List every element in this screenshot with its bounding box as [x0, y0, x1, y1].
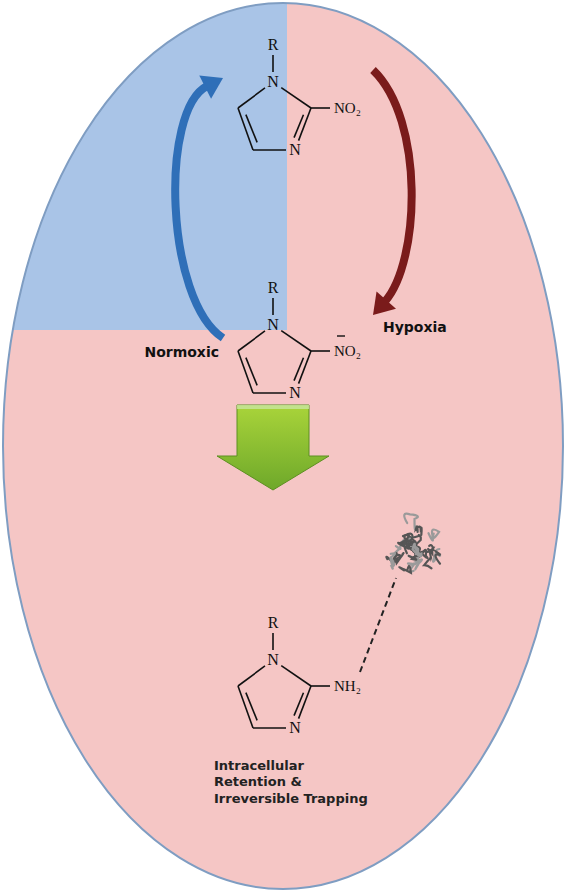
- r-group: R: [268, 280, 279, 296]
- block-arrow: [217, 405, 329, 490]
- caption-note: Intracellular Retention & Irreversible T…: [214, 758, 374, 807]
- protein-strand: [429, 545, 440, 563]
- protein-strand: [413, 544, 422, 557]
- r-group: R: [268, 615, 279, 631]
- protein-strand: [424, 550, 431, 568]
- protein-blob: [386, 514, 440, 573]
- ring-nitrogen: N: [267, 317, 279, 333]
- substituent: NH₂: [334, 679, 361, 694]
- ring-nitrogen: N: [289, 142, 301, 158]
- protein-strand: [390, 553, 395, 568]
- protein-strand: [399, 566, 411, 573]
- molecule-structure: R N N NO₂: [223, 30, 373, 162]
- bond-lines: [223, 490, 373, 740]
- protein-strand: [404, 534, 412, 548]
- substituent: NO₂: [334, 344, 361, 359]
- molecule-structure: R N N NO₂: [223, 273, 373, 405]
- protein-strand: [416, 526, 422, 534]
- protein-strand: [429, 529, 440, 540]
- curved-arrow: [373, 70, 412, 315]
- curved-arrow: [175, 75, 223, 338]
- ring-nitrogen: N: [267, 74, 279, 90]
- molecule-structure: R N N NH₂: [223, 490, 373, 740]
- normoxic-region: [0, 0, 287, 330]
- edge-label: Hypoxia: [383, 319, 447, 335]
- ring-nitrogen: N: [267, 652, 279, 668]
- ellipse-border: [3, 3, 563, 889]
- binding-dash: [360, 578, 396, 672]
- ring-nitrogen: N: [289, 720, 301, 736]
- r-group: R: [268, 37, 279, 53]
- substituent: NO₂: [334, 101, 361, 116]
- edge-label: Normoxic: [144, 344, 219, 360]
- ring-nitrogen: N: [289, 385, 301, 401]
